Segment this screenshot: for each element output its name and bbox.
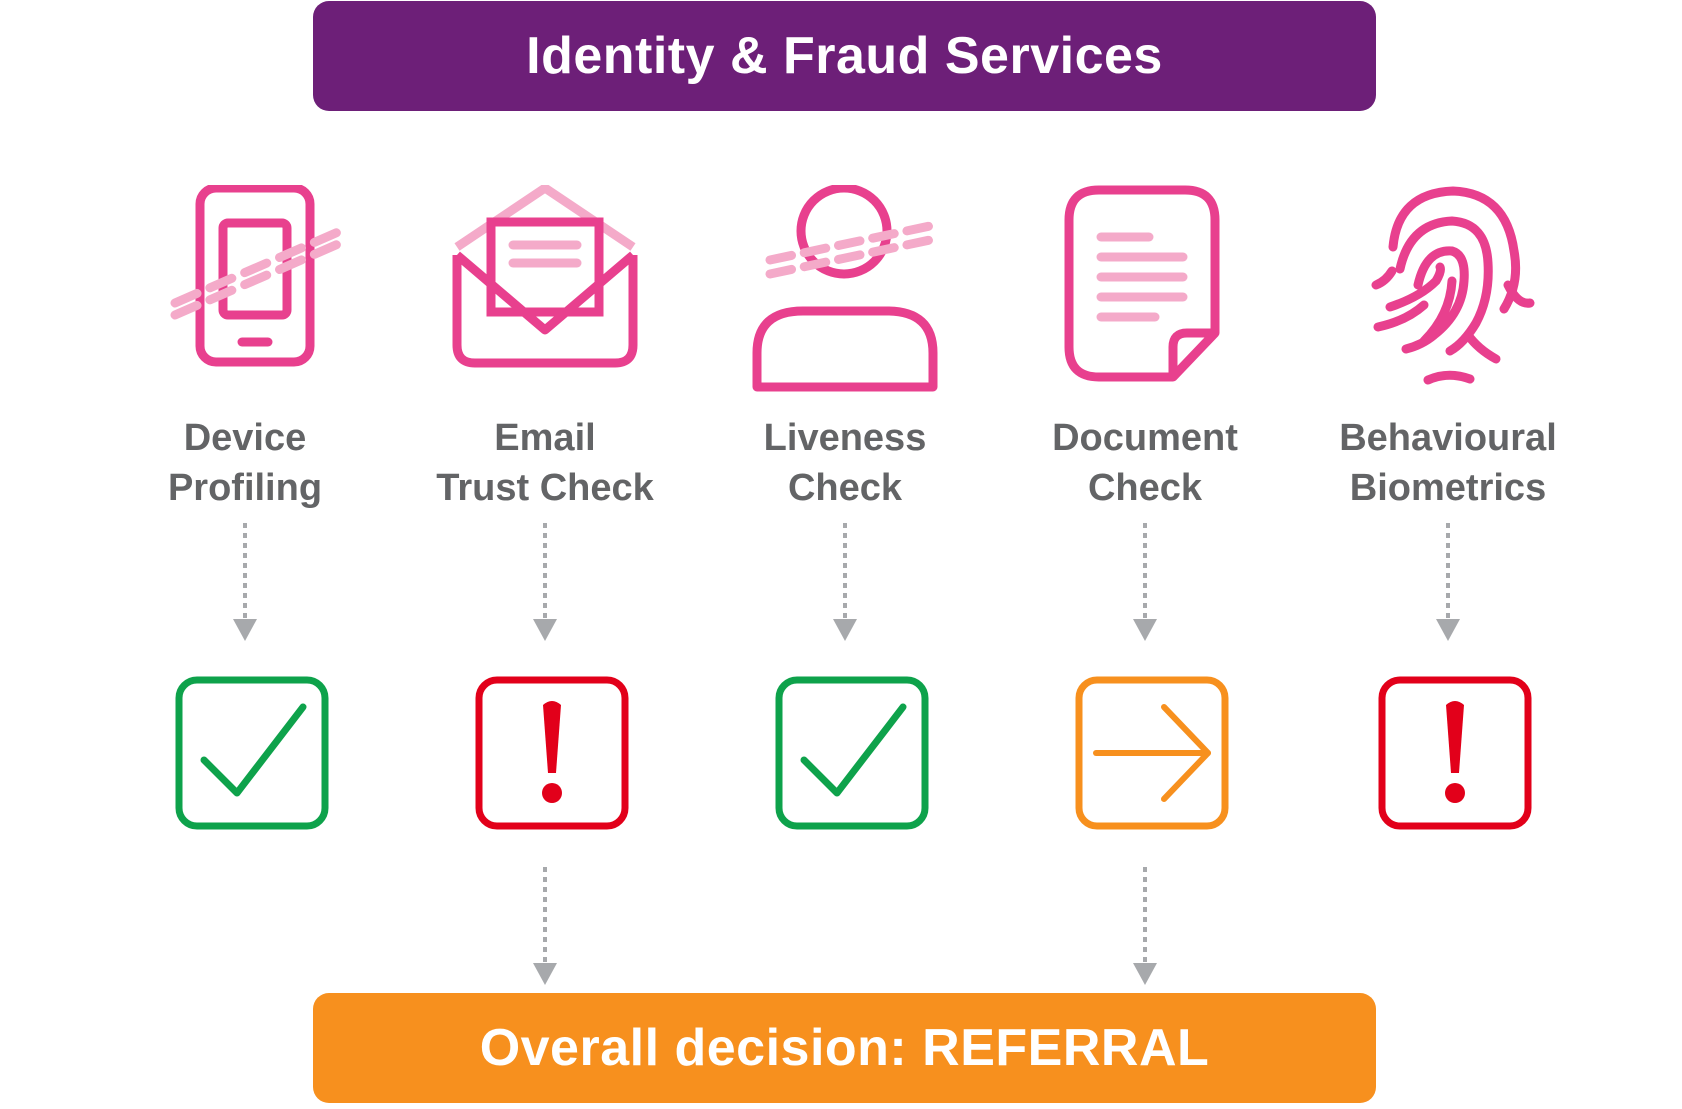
flow-arrow-down-icon [233, 523, 257, 641]
flow-arrow-down-icon [1133, 867, 1157, 985]
document-icon [1064, 185, 1220, 382]
service-label-line1: Document [1052, 417, 1238, 459]
service-label-line1: Device [183, 417, 307, 459]
service-label-line1: Email [494, 417, 596, 459]
person-icon [752, 185, 938, 392]
service-column-device-profiling: Device Profiling [95, 185, 395, 845]
service-column-document-check: Document Check [995, 185, 1295, 985]
header-title: Identity & Fraud Services [526, 27, 1163, 85]
service-column-email-trust-check: Email Trust Check [395, 185, 695, 985]
decision-text: Overall decision: REFERRAL [479, 1019, 1210, 1077]
decision-banner: Overall decision: REFERRAL [313, 993, 1376, 1103]
header-banner: Identity & Fraud Services [313, 1, 1376, 111]
alert-exclamation-icon [1378, 676, 1532, 830]
flow-arrow-down-icon [533, 523, 557, 641]
service-label-line2: Trust Check [436, 467, 654, 509]
pass-check-icon [775, 676, 929, 830]
flow-arrow-down-icon [533, 867, 557, 985]
service-column-liveness-check: Liveness Check [695, 185, 995, 845]
service-label-device-profiling: Device Profiling [75, 413, 415, 513]
service-label-line2: Profiling [167, 467, 323, 509]
envelope-icon [452, 185, 638, 368]
alert-exclamation-icon [475, 676, 629, 830]
service-label-email-trust-check: Email Trust Check [375, 413, 715, 513]
service-label-line2: Check [787, 467, 903, 509]
service-label-behavioural-biometrics: Behavioural Biometrics [1278, 413, 1618, 513]
flow-arrow-down-icon [1133, 523, 1157, 641]
fingerprint-icon [1371, 186, 1535, 385]
pass-check-icon [175, 676, 329, 830]
service-label-line2: Biometrics [1349, 467, 1547, 509]
service-label-line2: Check [1087, 467, 1203, 509]
refer-arrow-icon [1075, 676, 1229, 830]
flow-arrow-down-icon [833, 523, 857, 641]
service-label-line1: Behavioural [1339, 417, 1557, 459]
service-label-document-check: Document Check [975, 413, 1315, 513]
service-column-behavioural-biometrics: Behavioural Biometrics [1298, 185, 1598, 845]
flow-arrow-down-icon [1436, 523, 1460, 641]
mobile-phone-icon [170, 185, 345, 367]
service-label-liveness-check: Liveness Check [675, 413, 1015, 513]
service-label-line1: Liveness [763, 417, 927, 459]
